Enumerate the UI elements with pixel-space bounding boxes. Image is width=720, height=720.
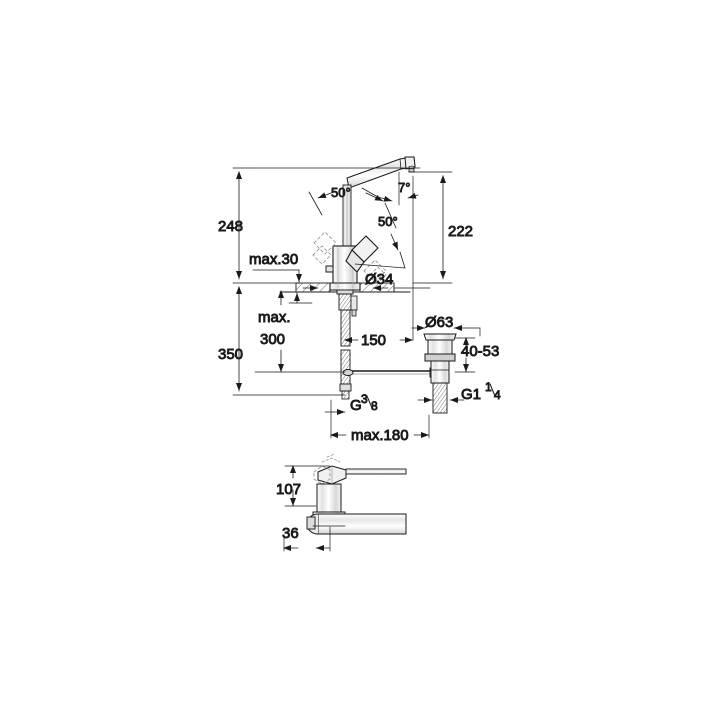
lever-handle (345, 235, 379, 273)
dimension-max300: max. 300 (254, 290, 346, 373)
dimension-222: 222 (440, 175, 473, 280)
dimension-dia63-label: Ø63 (425, 314, 453, 331)
deck-thickness-arrow (288, 292, 313, 304)
angle-left-50-label: 50° (331, 185, 351, 200)
dimension-max30-label: max.30 (249, 251, 298, 268)
thread-g114-denominator: 4 (494, 388, 501, 402)
supply-hoses (339, 309, 352, 400)
dimension-36-label: 36 (282, 525, 299, 542)
spout-arm (346, 156, 416, 189)
dimension-222-label: 222 (448, 223, 473, 240)
dimension-dia34: Ø34 (302, 271, 431, 291)
dimension-max180-label: max.180 (351, 427, 409, 444)
thread-g38-numerator: 3 (361, 392, 368, 406)
popup-waste-assembly (423, 333, 457, 414)
dimension-350-label: 350 (218, 346, 243, 363)
dimension-107-label: 107 (276, 481, 301, 498)
body-side-nub (325, 265, 334, 273)
dimension-max300-label-1: max. (258, 309, 291, 326)
dimension-150: 150 (344, 175, 414, 349)
lever-ghost-positions (312, 231, 387, 284)
thread-g114-prefix: G1 (461, 386, 481, 403)
thread-g38-denominator: 8 (371, 399, 378, 413)
side-view-group (306, 453, 407, 535)
mounting-shank (336, 289, 358, 317)
dimension-36: 36 (282, 525, 331, 552)
angle-spout-7-label: 7° (398, 180, 410, 195)
extension-lines (232, 167, 453, 396)
dimension-max300-label-2: 300 (260, 331, 285, 348)
dimension-dia34-label: Ø34 (365, 271, 393, 288)
dimension-350: 350 (218, 286, 243, 392)
dimension-248-label: 248 (218, 218, 243, 235)
thread-callout-g38: G 3 8 (324, 392, 378, 415)
dimension-max30: max.30 (249, 251, 302, 283)
angle-right-50-label: 50° (378, 214, 398, 229)
thread-g38-prefix: G (350, 397, 362, 414)
dimension-150-label: 150 (361, 332, 386, 349)
popup-lift-rod (342, 367, 439, 378)
dimension-dia63: Ø63 (411, 314, 481, 337)
thread-g114-numerator: 1 (485, 380, 492, 394)
dimension-4053: 40-53 (454, 337, 500, 373)
dimension-4053-label: 40-53 (461, 343, 499, 360)
thread-callout-g114: G1 1 4 (417, 380, 501, 403)
dimension-max180: max.180 (330, 399, 430, 444)
dimension-248: 248 (218, 171, 243, 280)
angle-annotations: 50° 50° 7° (308, 171, 419, 269)
dimension-107: 107 (276, 465, 331, 507)
